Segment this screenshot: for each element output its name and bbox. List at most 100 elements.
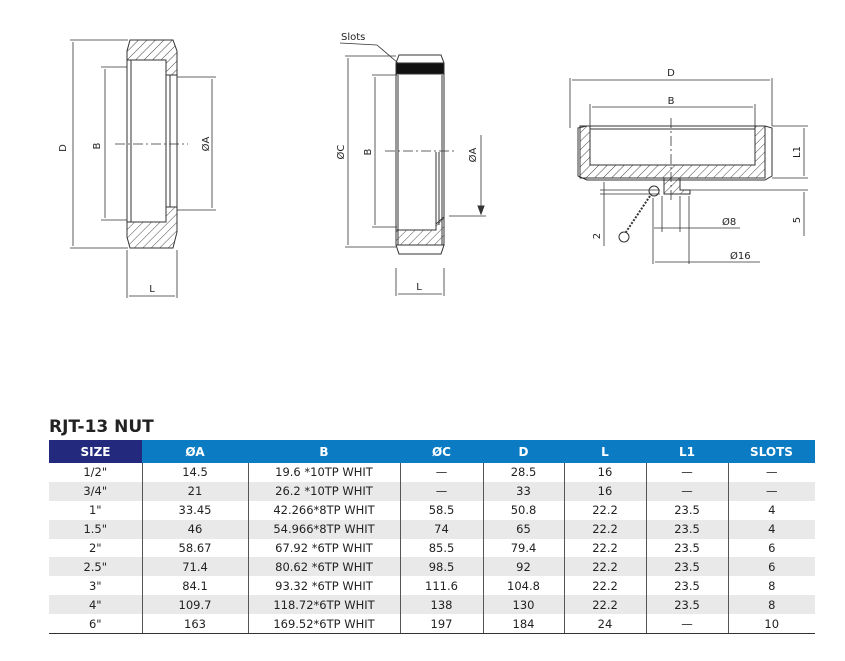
column-header-l1: L1 — [646, 440, 728, 463]
cell-d: 184 — [482, 614, 564, 635]
column-header-d: D — [483, 440, 564, 463]
cell-l: 22.2 — [563, 595, 646, 615]
cell-c: — — [399, 481, 483, 501]
cell-size: 3/4" — [49, 481, 142, 501]
cell-slots: — — [727, 463, 815, 482]
cell-l1: 23.5 — [645, 576, 728, 596]
cell-slots: 6 — [727, 557, 815, 577]
cell-d: 33 — [482, 481, 564, 501]
dim-label-d: D — [667, 68, 675, 79]
cell-size: 3" — [88, 578, 102, 593]
dim-label-b: B — [363, 148, 374, 155]
dim-label-a: ØA — [200, 136, 212, 151]
cell-d: 65 — [482, 519, 564, 539]
cell-b: 54.966*8TP WHIT — [247, 519, 400, 539]
cell-l: 24 — [563, 614, 646, 635]
technical-drawings: D B ØA L Slots ØC B ØA L — [0, 0, 845, 330]
cell-slots: 4 — [727, 500, 815, 520]
dim-label-d8: Ø8 — [722, 216, 736, 228]
cell-a: 58.67 — [141, 538, 248, 558]
drawing-view-slots — [339, 42, 486, 296]
cell-a: 21 — [141, 481, 248, 501]
cell-b: 26.2 *10TP WHIT — [247, 481, 400, 501]
dim-label-c: ØC — [335, 145, 347, 160]
dim-label-b: B — [668, 96, 675, 107]
cell-size: 1.5" — [49, 519, 142, 539]
cell-b: 19.6 *10TP WHIT — [247, 463, 400, 482]
cell-l: 22.2 — [563, 576, 646, 596]
cell-c: 74 — [399, 519, 483, 539]
cell-size: 4" — [49, 595, 142, 615]
cell-b: 93.32 *6TP WHIT — [247, 576, 400, 596]
dim-label-a: ØA — [467, 147, 479, 162]
cell-size: 2" — [88, 541, 102, 555]
cell-d: 92 — [482, 557, 564, 577]
cell-a: 84.1 — [141, 576, 248, 596]
cell-slots: — — [727, 481, 815, 501]
dim-label-5: 5 — [792, 217, 803, 223]
cell-l1: 23.5 — [645, 519, 728, 539]
cell-b: 67.92 *6TP WHIT — [247, 538, 400, 558]
cell-b: 42.266*8TP WHIT — [247, 500, 400, 520]
cell-a: 109.7 — [141, 595, 248, 615]
cell-l1: 23.5 — [645, 595, 728, 615]
cell-a: 163 — [141, 614, 248, 635]
cell-l: 22.2 — [563, 538, 646, 558]
slots-label: Slots — [341, 32, 365, 43]
cell-c: 58.5 — [399, 500, 483, 520]
cell-d: 104.8 — [482, 576, 564, 596]
cell-slots: 8 — [727, 576, 815, 596]
column-header-a: ØA — [142, 440, 248, 463]
cell-l1: — — [645, 614, 728, 635]
cell-d: 130 — [482, 595, 564, 615]
cell-slots: 8 — [727, 595, 815, 615]
cell-c: — — [399, 463, 483, 482]
cell-l: 22.2 — [563, 557, 646, 577]
cell-slots: 10 — [727, 614, 815, 635]
cell-c: 197 — [399, 614, 483, 635]
cell-l: 22.2 — [563, 500, 646, 520]
dim-label-d16: Ø16 — [730, 250, 751, 262]
cell-d: 50.8 — [482, 500, 564, 520]
column-header-size: SIZE — [49, 440, 142, 463]
cell-a: 33.45 — [141, 500, 248, 520]
cell-b: 80.62 *6TP WHIT — [247, 557, 400, 577]
cell-l1: 23.5 — [645, 500, 728, 520]
cell-slots: 6 — [727, 538, 815, 558]
dim-label-2: 2 — [592, 233, 603, 239]
cell-size: 2.5" — [49, 557, 142, 577]
cell-l: 22.2 — [563, 519, 646, 539]
column-header-slots: SLOTS — [728, 440, 815, 463]
cell-a: 46 — [141, 519, 248, 539]
cell-d: 28.5 — [482, 463, 564, 482]
dim-label-l: L — [416, 282, 422, 293]
cell-size: 1" — [88, 503, 102, 518]
cell-l1: 23.5 — [645, 538, 728, 558]
cell-l: 16 — [563, 463, 646, 482]
table-header-row: SIZE ØA B ØC D L L1 SLOTS — [49, 440, 815, 463]
cell-c: 111.6 — [399, 576, 483, 596]
cell-a: 14.5 — [141, 463, 248, 482]
cell-size: 1/2" — [83, 465, 108, 480]
dim-label-l1: L1 — [792, 146, 803, 158]
column-header-b: B — [248, 440, 400, 463]
cell-b: 118.72*6TP WHIT — [247, 595, 400, 615]
dim-label-b: B — [92, 142, 103, 149]
cell-a: 71.4 — [141, 557, 248, 577]
cell-c: 85.5 — [399, 538, 483, 558]
cell-c: 138 — [399, 595, 483, 615]
column-header-l: L — [564, 440, 646, 463]
product-title: RJT-13 NUT — [49, 417, 154, 437]
cell-l1: — — [645, 481, 728, 501]
cell-slots: 4 — [727, 519, 815, 539]
column-header-c: ØC — [400, 440, 483, 463]
drawing-view-section — [70, 39, 216, 298]
